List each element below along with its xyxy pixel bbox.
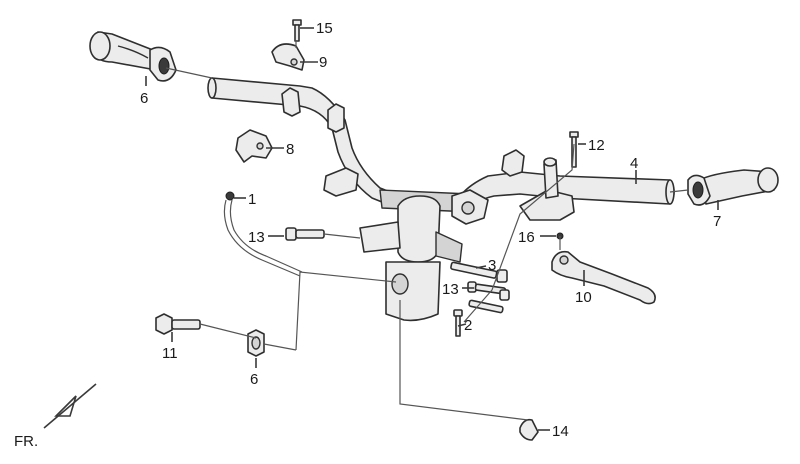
callout-4: 4 xyxy=(630,155,638,172)
callouts: 15 9 6 8 1 13 12 4 7 16 3 13 2 10 11 6 1… xyxy=(140,20,721,440)
left-grip xyxy=(89,31,177,82)
right-grip xyxy=(687,167,779,206)
callout-9: 9 xyxy=(319,54,327,71)
steering-stem xyxy=(359,195,463,322)
leader-lines xyxy=(145,27,719,431)
callout-13-upper: 13 xyxy=(248,229,265,246)
callout-12: 12 xyxy=(588,137,605,154)
callout-3: 3 xyxy=(488,257,496,274)
screw-15 xyxy=(292,19,302,42)
callout-1: 1 xyxy=(248,191,256,208)
callout-13-lower: 13 xyxy=(442,281,459,298)
callout-16: 16 xyxy=(518,229,535,246)
front-direction-indicator: FR. xyxy=(14,383,97,450)
clamp-bracket-9 xyxy=(271,43,305,71)
callout-6-bottom: 6 xyxy=(250,371,258,388)
bolt-11 xyxy=(155,313,201,335)
brake-lever-10 xyxy=(551,250,656,305)
callout-10: 10 xyxy=(575,289,592,306)
callout-14: 14 xyxy=(552,423,569,440)
callout-8: 8 xyxy=(286,141,294,158)
bolt-13-upper xyxy=(285,227,325,241)
bar-mount-tabs xyxy=(281,87,525,225)
callout-7: 7 xyxy=(713,213,721,230)
nut-6-lower xyxy=(247,329,265,357)
callout-11: 11 xyxy=(162,345,178,362)
callout-2: 2 xyxy=(464,317,472,334)
bracket-8 xyxy=(235,129,273,163)
callout-6-top: 6 xyxy=(140,90,148,107)
lever-bracket xyxy=(519,157,575,221)
assembly-guide-lines xyxy=(165,40,689,421)
screw-12 xyxy=(569,131,579,168)
bolt-3 xyxy=(450,261,508,283)
callout-15: 15 xyxy=(316,20,333,37)
bolt-13-lower xyxy=(467,281,510,301)
cable-1 xyxy=(223,191,303,277)
front-label: FR. xyxy=(14,433,38,450)
cap-14 xyxy=(519,418,539,441)
